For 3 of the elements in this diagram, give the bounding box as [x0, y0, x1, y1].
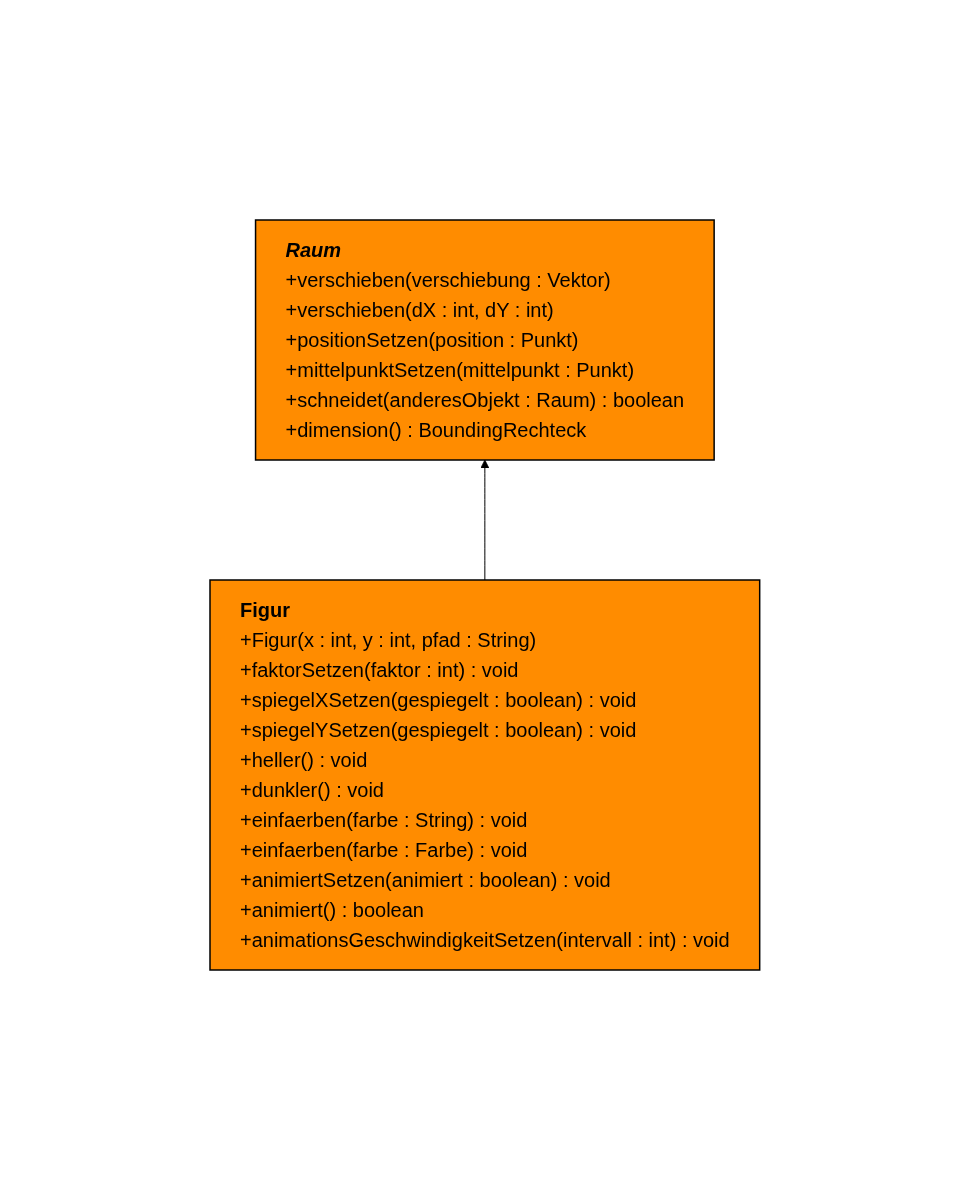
- node-box: Figur +Figur(x : int, y : int, pfad : String) +faktorSetzen(faktor : int) : void +spiegelXSetzen(gespiegelt : boolean) : void +spiegelYSetzen(gespiegelt : boolean) : void +heller() : void +dunkler() : void +einfaerben(farbe : String) : void +einfaerben(farbe : Farbe) : void +animiertSetzen(animiert : boolean) : void +animiert() : boolean +animationsGeschwindigkeitSetzen(intervall : int) : void: [209, 578, 761, 971]
- arrow: [480, 459, 490, 580]
- node-box: Raum +verschieben(verschiebung : Vektor) +verschieben(dX : int, dY : int) +positionSetzen(position : Punkt) +mittelpunktSetzen(mittelpunkt : Punkt) +schneidet(anderesObjekt : Raum) : boolean +dimension() : BoundingRechteck: [254, 218, 716, 461]
